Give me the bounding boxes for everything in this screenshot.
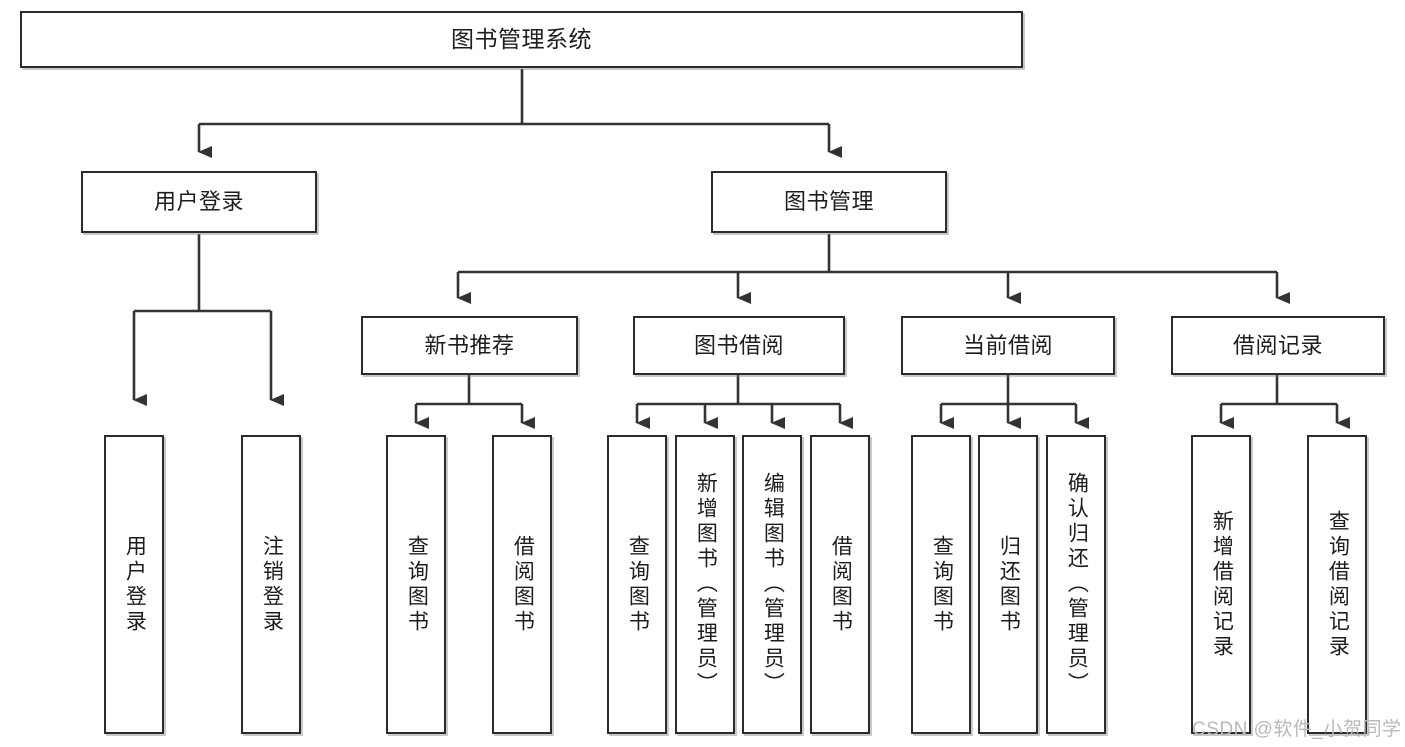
leaf-user-login-login[interactable]: 用户登录 <box>104 435 164 734</box>
leaf-borrow-edit-book-admin[interactable]: 编辑图书（管理员） <box>742 435 802 734</box>
node-borrow-record[interactable]: 借阅记录 <box>1171 316 1385 375</box>
node-label: 编辑图书（管理员） <box>761 472 785 697</box>
node-label: 确认归还（管理员） <box>1065 472 1089 697</box>
leaf-borrow-borrow-book[interactable]: 借阅图书 <box>810 435 870 734</box>
node-new-book-recommend[interactable]: 新书推荐 <box>361 316 578 375</box>
leaf-record-query-record[interactable]: 查询借阅记录 <box>1307 435 1367 734</box>
node-label: 注销登录 <box>260 534 284 635</box>
node-label: 查询图书 <box>405 534 429 635</box>
leaf-current-confirm-return-admin[interactable]: 确认归还（管理员） <box>1046 435 1106 734</box>
node-label: 图书管理系统 <box>451 25 592 52</box>
leaf-record-add-record[interactable]: 新增借阅记录 <box>1191 435 1251 734</box>
leaf-user-login-logout[interactable]: 注销登录 <box>241 435 301 734</box>
node-label: 图书管理 <box>783 189 874 215</box>
node-label: 查询借阅记录 <box>1326 509 1350 660</box>
node-label: 借阅图书 <box>829 534 853 635</box>
node-current-borrow[interactable]: 当前借阅 <box>901 316 1115 375</box>
leaf-current-return-book[interactable]: 归还图书 <box>978 435 1038 734</box>
node-book-management[interactable]: 图书管理 <box>711 171 947 233</box>
csdn-watermark: CSDN @软件_小贺同学 <box>1192 719 1402 740</box>
node-label: 借阅图书 <box>511 534 535 635</box>
leaf-current-query-book[interactable]: 查询图书 <box>911 435 971 734</box>
node-label: 借阅记录 <box>1232 332 1323 358</box>
leaf-new-book-borrow[interactable]: 借阅图书 <box>492 435 552 734</box>
leaf-new-book-query[interactable]: 查询图书 <box>386 435 446 734</box>
node-label: 新增借阅记录 <box>1210 509 1234 660</box>
leaf-borrow-add-book-admin[interactable]: 新增图书（管理员） <box>675 435 735 734</box>
node-root-system[interactable]: 图书管理系统 <box>20 11 1023 68</box>
node-label: 查询图书 <box>626 534 650 635</box>
node-label: 当前借阅 <box>962 332 1053 358</box>
node-label: 新增图书（管理员） <box>694 472 718 697</box>
node-label: 归还图书 <box>997 534 1021 635</box>
node-book-borrow[interactable]: 图书借阅 <box>633 316 845 375</box>
node-label: 图书借阅 <box>693 332 784 358</box>
node-label: 查询图书 <box>930 534 954 635</box>
node-label: 用户登录 <box>153 189 244 215</box>
node-label: 新书推荐 <box>424 332 515 358</box>
leaf-borrow-query-book[interactable]: 查询图书 <box>607 435 667 734</box>
node-user-login[interactable]: 用户登录 <box>81 171 317 233</box>
node-label: 用户登录 <box>123 534 147 635</box>
